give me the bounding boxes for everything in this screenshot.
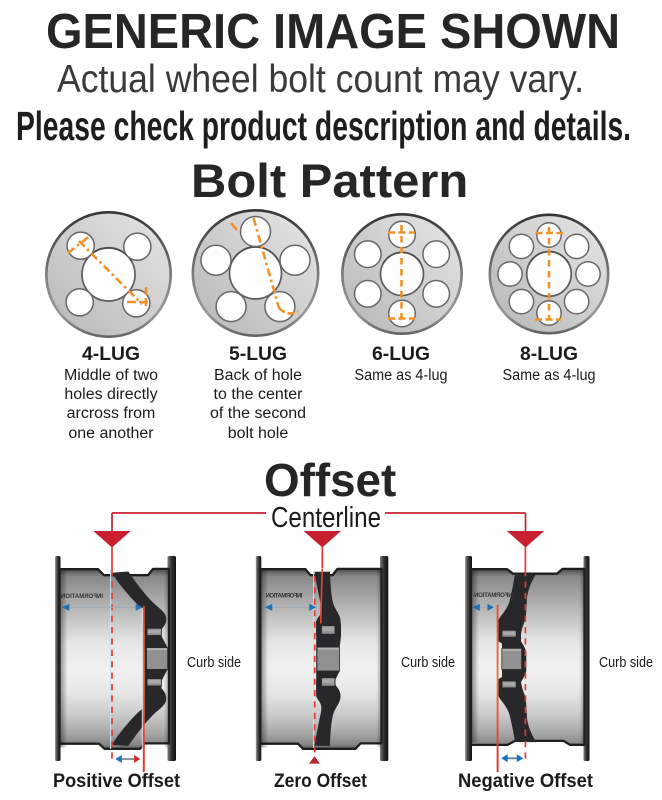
svg-text:INFORMATION: INFORMATION: [474, 593, 514, 599]
svg-text:INFORMATION: INFORMATION: [266, 594, 303, 600]
svg-text:INFORMATION: INFORMATION: [61, 594, 103, 600]
